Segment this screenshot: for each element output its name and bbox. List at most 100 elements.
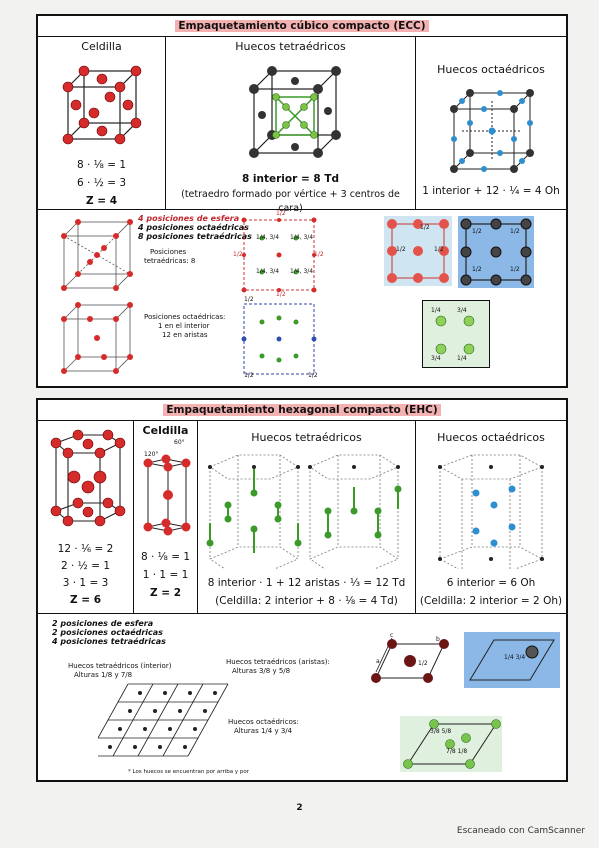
ehc-footnote-1: * Los huecos se encuentran por arriba y …: [128, 769, 249, 775]
ecc-tetra-line1: 8 interior = 8 Td: [241, 173, 340, 185]
ecc-octa-grid-half-3: 1/2: [472, 266, 482, 273]
ecc-tetra-plan-label-b: 1/4, 3/4: [290, 234, 314, 241]
ehc-green-label-1: 3/8 5/8: [430, 728, 452, 735]
ehc-tetra-line1: 8 interior · 1 + 12 aristas · ⅓ = 12 Td: [207, 577, 406, 589]
ehc-left-line1: 12 · ⅙ = 2: [57, 543, 114, 555]
ecc-tetra-plan-label-a: 1/4, 3/4: [256, 234, 280, 241]
ehc-octa-line2: (Celdilla: 2 interior = 2 Oh): [419, 595, 563, 607]
ecc-octa-grid: 1/2 1/2 1/2 1/2: [458, 216, 534, 288]
ecc-octa-grid-half-4: 1/2: [510, 266, 520, 273]
ecc-tetra-line2: (tetraedro formado por vértice + 3 centr…: [181, 189, 400, 200]
ehc-title: Empaquetamiento hexagonal compacto (EHC): [38, 400, 566, 421]
ehc-row-divider: [38, 613, 566, 614]
ecc-sphere-grid-half-1: 1/2: [420, 224, 430, 231]
ecc-octa-plan: [241, 303, 317, 375]
ecc-title: Empaquetamiento cúbico compacto (ECC): [38, 16, 566, 37]
ecc-celdilla-cell: Celdilla 8 · ⅛ = 1 6 · ½ = 3 Z = 4: [38, 37, 166, 209]
ehc-green-label-2: 7/8 1/8: [446, 748, 468, 755]
ecc-sphere-grid: 1/2 1/2 1/2: [384, 216, 452, 286]
ehc-tetra-heading: Huecos tetraédricos: [251, 431, 362, 444]
ecc-pos-tetra-1: Posiciones: [150, 248, 187, 256]
ehc-tetra-line2: (Celdilla: 2 interior + 8 · ⅛ = 4 Td): [215, 595, 398, 607]
ehc-celdilla-line2: 1 · 1 = 1: [142, 569, 189, 581]
ecc-panel: Empaquetamiento cúbico compacto (ECC) Ce…: [36, 14, 568, 388]
ehc-green-rhombus: 3/8 5/8 7/8 1/8: [400, 716, 502, 772]
ecc-octa-plan-half-top: 1/2: [244, 296, 254, 303]
ecc-tetra-plan-half-bottom: 1/2: [276, 291, 286, 298]
ecc-celdilla-heading: Celdilla: [81, 40, 122, 53]
ecc-sphere-grid-half-2: 1/2: [396, 246, 406, 253]
ecc-octa-heading: Huecos octaédricos: [437, 63, 545, 76]
ehc-ti-1: Huecos tetraédricos (interior): [68, 662, 172, 670]
ehc-octa-drawing: [438, 454, 544, 569]
scanner-watermark: Escaneado con CamScanner: [456, 826, 585, 836]
ecc-octa-grid-half-1: 1/2: [472, 228, 482, 235]
ehc-ti-2: Alturas 1/8 y 7/8: [74, 671, 133, 679]
ehc-tetra-drawing: [206, 454, 402, 569]
ecc-tetra-heading: Huecos tetraédricos: [235, 40, 346, 53]
ehc-label-b: b: [436, 636, 440, 643]
ecc-tetra-plan-half-right: 1/2: [314, 251, 324, 258]
ecc-octa-plan-half-bottom: 1/2: [244, 372, 254, 379]
ecc-celdilla-line2: 6 · ½ = 3: [76, 177, 127, 189]
ecc-tetra-grid-q3: 3/4: [431, 355, 441, 362]
ehc-celdilla-angle2: 120°: [144, 451, 159, 458]
ehc-celdilla-z: Z = 2: [149, 587, 182, 599]
ecc-pos-tetra-2: tetraédricas: 8: [144, 257, 196, 265]
ehc-label-half: 1/2: [418, 660, 428, 667]
ecc-sphere-grid-half-3: 1/2: [434, 246, 444, 253]
ecc-tetra-grid-q2: 3/4: [457, 307, 467, 314]
ecc-tetra-plan-half-top: 1/2: [276, 210, 286, 217]
ehc-hex-cell: 12 · ⅙ = 2 2 · ½ = 1 3 · 1 = 3 Z = 6: [38, 421, 134, 613]
ehc-oh-1: Huecos octaédricos:: [228, 718, 299, 726]
ecc-octa-drawing: [450, 89, 534, 173]
ehc-ta-2: Alturas 3/8 y 5/8: [232, 667, 291, 675]
ecc-celdilla-z: Z = 4: [85, 195, 118, 207]
ehc-left-z: Z = 6: [69, 594, 102, 606]
ecc-celdilla-line1: 8 · ⅛ = 1: [76, 159, 127, 171]
ehc-note-octa: 2 posiciones octaédricas: [52, 628, 163, 637]
ehc-oh-2: Alturas 1/4 y 3/4: [234, 727, 293, 735]
ehc-hex-lattice: [98, 683, 229, 757]
ehc-blue-label: 1/4 3/4: [504, 654, 526, 661]
ecc-tetra-plan-label-c: 1/4, 3/4: [256, 268, 280, 275]
ecc-cubic-cell-drawing: [62, 65, 142, 145]
ehc-celdilla-line1: 8 · ⅛ = 1: [140, 551, 191, 563]
ehc-blue-rhombus: 1/4 3/4: [464, 632, 560, 688]
ecc-tetra-line3: cara): [166, 201, 415, 217]
ehc-left-line2: 2 · ½ = 1: [60, 560, 111, 572]
ehc-celdilla-angle: 60°: [174, 439, 185, 446]
ecc-tetra-plan: [241, 217, 317, 293]
ehc-ta-1: Huecos tetraédricos (aristas):: [226, 658, 330, 666]
ehc-octa-cell: Huecos octaédricos 6 interior = 6 Oh (Ce…: [416, 421, 566, 613]
ecc-note-octa: 4 posiciones octaédricas: [138, 223, 249, 232]
ehc-note-spheres: 2 posiciones de esfera: [52, 619, 154, 628]
ehc-tetra-cell: Huecos tetraédricos 8 interior: [198, 421, 416, 613]
ecc-note-tetra: 8 posiciones tetraédricas: [138, 232, 252, 241]
ehc-label-a: a: [376, 658, 380, 665]
ecc-pos-octa-3: 12 en aristas: [162, 331, 208, 339]
ecc-octa-plan-half-right: 1/2: [308, 372, 318, 379]
page-number: 2: [296, 803, 303, 813]
ecc-tetra-grid-q1: 1/4: [431, 307, 441, 314]
ecc-octa-line1: 1 interior + 12 · ¼ = 4 Oh: [422, 185, 560, 197]
ecc-octa-cell: Huecos octaédricos 1 interior: [416, 37, 566, 209]
ehc-note-tetra: 4 posiciones tetraédricas: [52, 637, 166, 646]
ecc-cube-wireframe-1: [61, 219, 133, 291]
ecc-tetra-grid: 1/4 3/4 3/4 1/4: [422, 300, 490, 368]
ehc-panel: Empaquetamiento hexagonal compacto (EHC)…: [36, 398, 568, 782]
ecc-tetra-plan-label-d: 1/4, 3/4: [290, 268, 314, 275]
ecc-row-divider: [38, 209, 566, 210]
ecc-pos-octa-2: 1 en el interior: [158, 322, 210, 330]
ecc-tetra-cell: Huecos tetraédricos 8 interior: [166, 37, 416, 214]
ehc-octa-line1: 6 interior = 6 Oh: [446, 577, 536, 589]
ehc-label-c: c: [390, 632, 394, 639]
ehc-red-rhombus: [371, 637, 449, 683]
ehc-celdilla-cell: Celdilla 60° 120° 8 · ⅛ = 1 1 · 1 = 1 Z …: [134, 421, 198, 613]
ehc-celdilla-heading: Celdilla: [142, 424, 189, 437]
ehc-celdilla-drawing: [143, 454, 191, 536]
ecc-tetra-grid-q4: 1/4: [457, 355, 467, 362]
ehc-octa-heading: Huecos octaédricos: [437, 431, 545, 444]
ehc-left-line3: 3 · 1 = 3: [62, 577, 109, 589]
ecc-pos-octa-1: Posiciones octaédricas:: [144, 313, 226, 321]
